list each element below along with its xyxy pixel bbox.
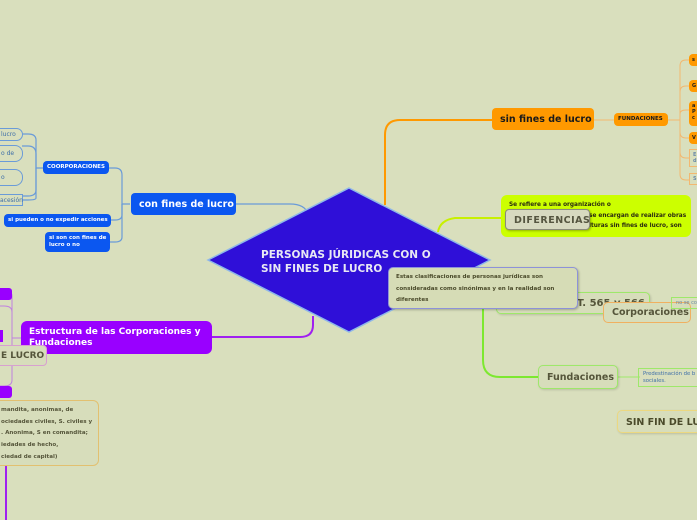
lime-line-1: Se refiere a una organización o xyxy=(509,202,611,208)
fund-leaf-5[interactable]: E d xyxy=(689,149,697,167)
tan-line-3: . Anonima, S en comandita; xyxy=(1,430,88,437)
fund-leaf-6[interactable]: S xyxy=(689,173,697,185)
purple-leaf-1[interactable] xyxy=(0,288,12,300)
lime-line-2: se encargan de realizar obras xyxy=(589,212,687,219)
purple-leaf-3[interactable] xyxy=(0,386,12,398)
note-clasificaciones: Estas clasificaciones de personas jurídi… xyxy=(388,267,578,309)
fund-leaf-4[interactable]: V xyxy=(689,132,697,144)
node-fundaciones[interactable]: FUNDACIONES xyxy=(614,113,668,126)
fund-leaf-3[interactable]: a P c xyxy=(689,101,697,126)
tan-line-4: iedades de hecho, xyxy=(1,442,59,449)
note-line-3: diferentes xyxy=(396,297,429,304)
node-tipos-sociedades: mandita, anonimas, de ociedades civiles,… xyxy=(0,400,99,466)
node-expedir-acciones[interactable]: si pueden o no expedir acciones xyxy=(4,214,111,227)
purple-leaf-2[interactable] xyxy=(0,330,3,342)
node-fines-lucro-o-no[interactable]: si son con fines de lucro o no xyxy=(45,232,110,252)
tan-line-1: mandita, anonimas, de xyxy=(1,407,74,413)
node-fundaciones-green[interactable]: Fundaciones xyxy=(538,365,618,389)
note-line-1: Estas clasificaciones de personas jurídi… xyxy=(396,274,544,280)
node-sin-fines-de-lucro[interactable]: sin fines de lucro xyxy=(492,108,594,130)
coorp-leaf-3[interactable]: o xyxy=(0,169,23,186)
lime-line-3: lturas sin fines de lucro, son xyxy=(589,223,682,230)
node-sin-fin-de-lucro[interactable]: SIN FIN DE LU xyxy=(617,410,697,433)
node-estructura[interactable]: Estructura de las Corporaciones y Fundac… xyxy=(21,321,212,354)
node-con-fines-de-lucro[interactable]: con fines de lucro xyxy=(131,193,236,215)
node-predestinacion[interactable]: Predestinación de b sociales. xyxy=(638,368,697,387)
coorp-leaf-2[interactable]: o de xyxy=(0,145,23,162)
fund-leaf-2[interactable]: G xyxy=(689,80,697,92)
coorp-leaf-1[interactable]: lucro xyxy=(0,128,23,141)
node-corporaciones[interactable]: Corporaciones xyxy=(603,302,691,323)
tan-line-5: ciedad de capital) xyxy=(1,453,58,460)
fund-leaf-1[interactable]: s xyxy=(689,54,697,66)
coorp-leaf-4[interactable]: acesión xyxy=(0,194,23,206)
central-title[interactable]: PERSONAS JÚRIDICAS CON O SIN FINES DE LU… xyxy=(261,249,431,275)
note-line-2: consideradas como sinónimas y en la real… xyxy=(396,285,555,292)
node-e-lucro[interactable]: E LUCRO xyxy=(0,345,47,366)
tan-line-2: ociedades civiles, S. civiles y xyxy=(1,418,93,425)
node-diferencias[interactable]: DIFERENCIAS xyxy=(505,209,590,230)
node-no-se[interactable]: no se co xyxy=(671,297,697,309)
node-coorporaciones[interactable]: COORPORACIONES xyxy=(43,161,109,174)
